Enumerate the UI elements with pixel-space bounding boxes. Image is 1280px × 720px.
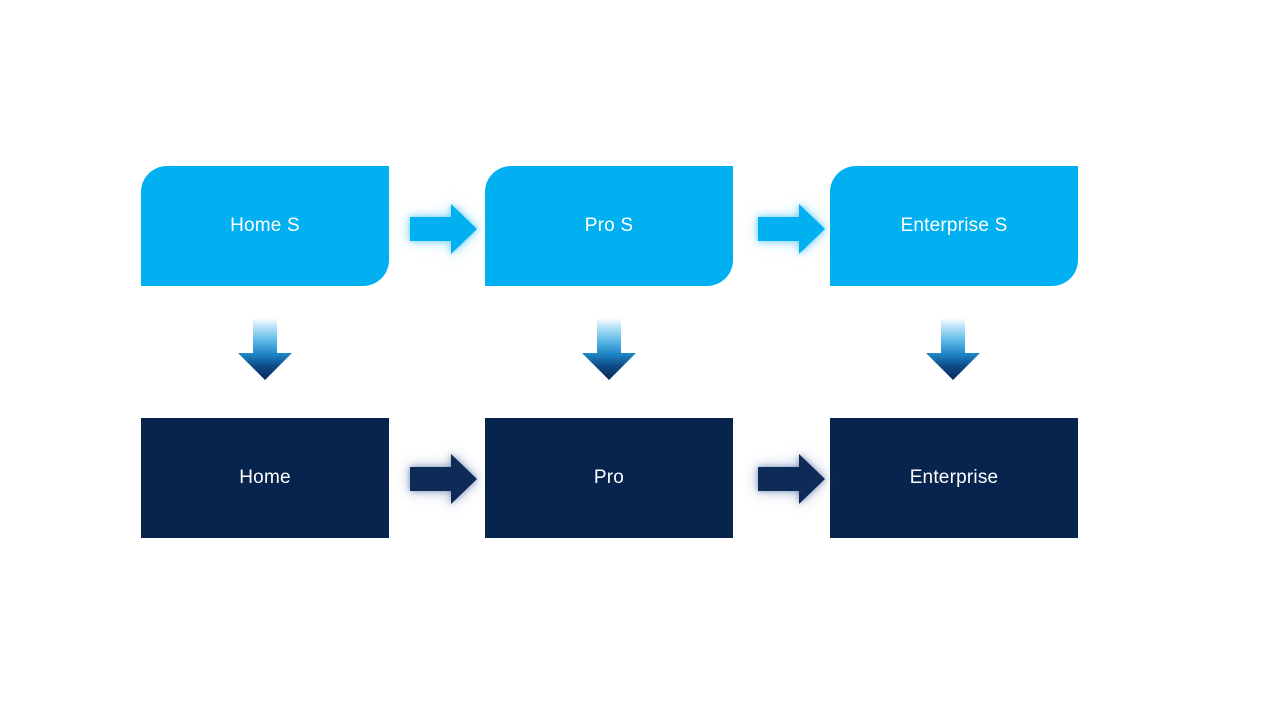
node-pro-s: Pro S	[485, 166, 733, 286]
right-arrow-icon	[410, 454, 477, 504]
node-label: Pro	[593, 467, 625, 488]
right-arrow-shape	[758, 454, 825, 504]
node-label: Home S	[230, 215, 300, 236]
right-arrow-shape	[410, 204, 477, 254]
right-arrow-shape	[758, 204, 825, 254]
right-arrow-shape	[410, 454, 477, 504]
node-label: Enterprise S	[900, 215, 1008, 236]
down-arrow-icon	[926, 318, 980, 380]
node-label: Pro S	[584, 215, 634, 236]
node-home: Home	[141, 418, 389, 538]
right-arrow-icon	[758, 204, 825, 254]
down-arrow-icon	[238, 318, 292, 380]
right-arrow-icon	[410, 204, 477, 254]
node-label: Home	[239, 467, 291, 488]
down-arrow-icon	[582, 318, 636, 380]
node-enterprise-s: Enterprise S	[830, 166, 1078, 286]
node-enterprise: Enterprise	[830, 418, 1078, 538]
right-arrow-icon	[758, 454, 825, 504]
node-label: Enterprise	[909, 467, 999, 488]
node-pro: Pro	[485, 418, 733, 538]
node-home-s: Home S	[141, 166, 389, 286]
